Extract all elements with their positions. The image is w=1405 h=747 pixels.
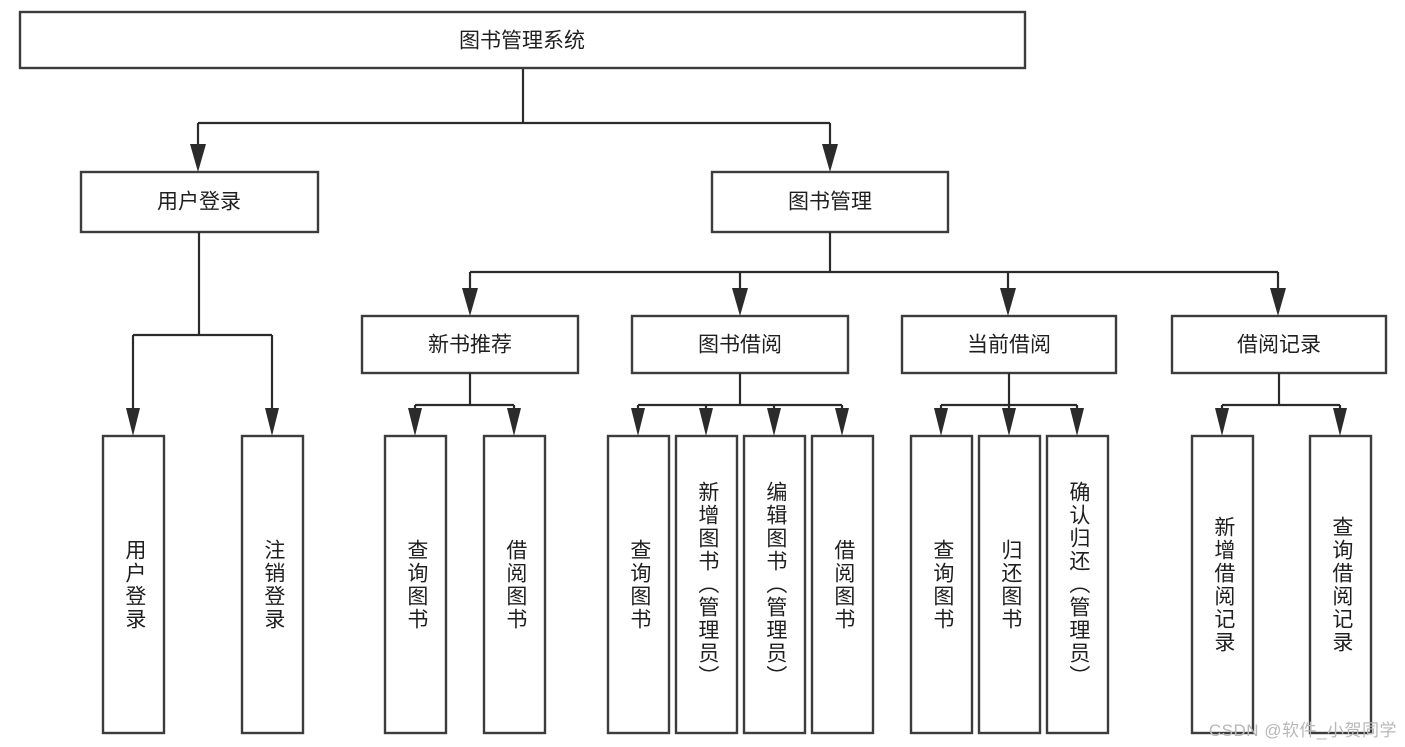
arrow-head-leaf-cb-1 [934, 408, 948, 436]
arrow-head-leaf-bb-4 [835, 408, 849, 436]
node-root-rect[interactable] [18, 10, 1027, 70]
arrow-head-current-borrow [1000, 288, 1016, 316]
node-book-management-label: 图书管理 [788, 191, 872, 214]
node-current-borrow[interactable]: 当前借阅 [900, 314, 1118, 375]
node-root[interactable]: 图书管理系统 [18, 10, 1027, 70]
leaf-box-bb-4[interactable] [810, 434, 875, 735]
arrow-head-book-borrow [732, 288, 748, 316]
watermark-text: CSDN @软件_小贺同学 [1208, 721, 1397, 740]
arrow-head-user-login [190, 144, 206, 172]
arrow-head-borrow-record [1270, 288, 1286, 316]
arrow-head-leaf-bb-1 [631, 408, 645, 436]
leaf-box-bb-3[interactable] [742, 434, 807, 735]
node-new-book-recommend-label: 新书推荐 [428, 334, 512, 357]
connector-group-user-login [126, 232, 279, 436]
connector-group-book-management [462, 232, 1286, 316]
node-book-borrow-label: 图书借阅 [698, 334, 782, 357]
leaf-box-bb-1[interactable] [606, 434, 671, 735]
arrow-head-leaf-nbr-1 [408, 408, 422, 436]
connector-group-new-book-recommend [408, 373, 521, 436]
node-borrow-record[interactable]: 借阅记录 [1170, 314, 1388, 375]
arrow-head-book-mgmt [822, 144, 838, 172]
node-borrow-record-rect[interactable] [1170, 314, 1388, 375]
leaf-box-user-login-2[interactable] [240, 434, 305, 735]
node-user-login[interactable]: 用户登录 [79, 170, 320, 234]
arrow-head-new-book-recommend [462, 288, 478, 316]
node-new-book-recommend[interactable]: 新书推荐 [360, 314, 580, 375]
arrow-head-leaf-bb-2 [699, 408, 713, 436]
node-root-label: 图书管理系统 [459, 30, 585, 53]
node-book-borrow-rect[interactable] [630, 314, 850, 375]
node-book-management[interactable]: 图书管理 [710, 170, 950, 234]
node-borrow-record-label: 借阅记录 [1237, 334, 1321, 357]
node-new-book-recommend-rect[interactable] [360, 314, 580, 375]
connector-group-root [190, 68, 838, 172]
node-book-management-rect[interactable] [710, 170, 950, 234]
arrow-head-leaf-br-2 [1333, 408, 1347, 436]
leaf-box-bb-2[interactable] [674, 434, 739, 735]
arrow-head-leaf-bb-3 [767, 408, 781, 436]
connector-group-book-borrow [631, 373, 849, 436]
leaf-box-user-login-1[interactable] [101, 434, 166, 735]
leaf-box-cb-3[interactable] [1045, 434, 1110, 735]
leaf-box-nbr-2[interactable] [482, 434, 547, 735]
connector-group-borrow-record [1215, 373, 1347, 436]
arrow-head-leaf-cb-3 [1070, 408, 1084, 436]
leaf-box-nbr-1[interactable] [383, 434, 448, 735]
leaf-box-cb-2[interactable] [977, 434, 1042, 735]
arrow-head-leaf-cb-2 [1002, 408, 1016, 436]
arrow-head-leaf-user-login-2 [265, 408, 279, 436]
connector-group-current-borrow [934, 373, 1084, 436]
node-book-borrow[interactable]: 图书借阅 [630, 314, 850, 375]
arrow-head-leaf-user-login-1 [126, 408, 140, 436]
node-current-borrow-label: 当前借阅 [967, 334, 1051, 357]
node-user-login-label: 用户登录 [157, 191, 241, 214]
leaf-box-br-2[interactable] [1308, 434, 1373, 735]
leaf-box-cb-1[interactable] [909, 434, 974, 735]
arrow-head-leaf-nbr-2 [507, 408, 521, 436]
arrow-head-leaf-br-1 [1215, 408, 1229, 436]
node-current-borrow-rect[interactable] [900, 314, 1118, 375]
leaf-box-br-1[interactable] [1190, 434, 1255, 735]
